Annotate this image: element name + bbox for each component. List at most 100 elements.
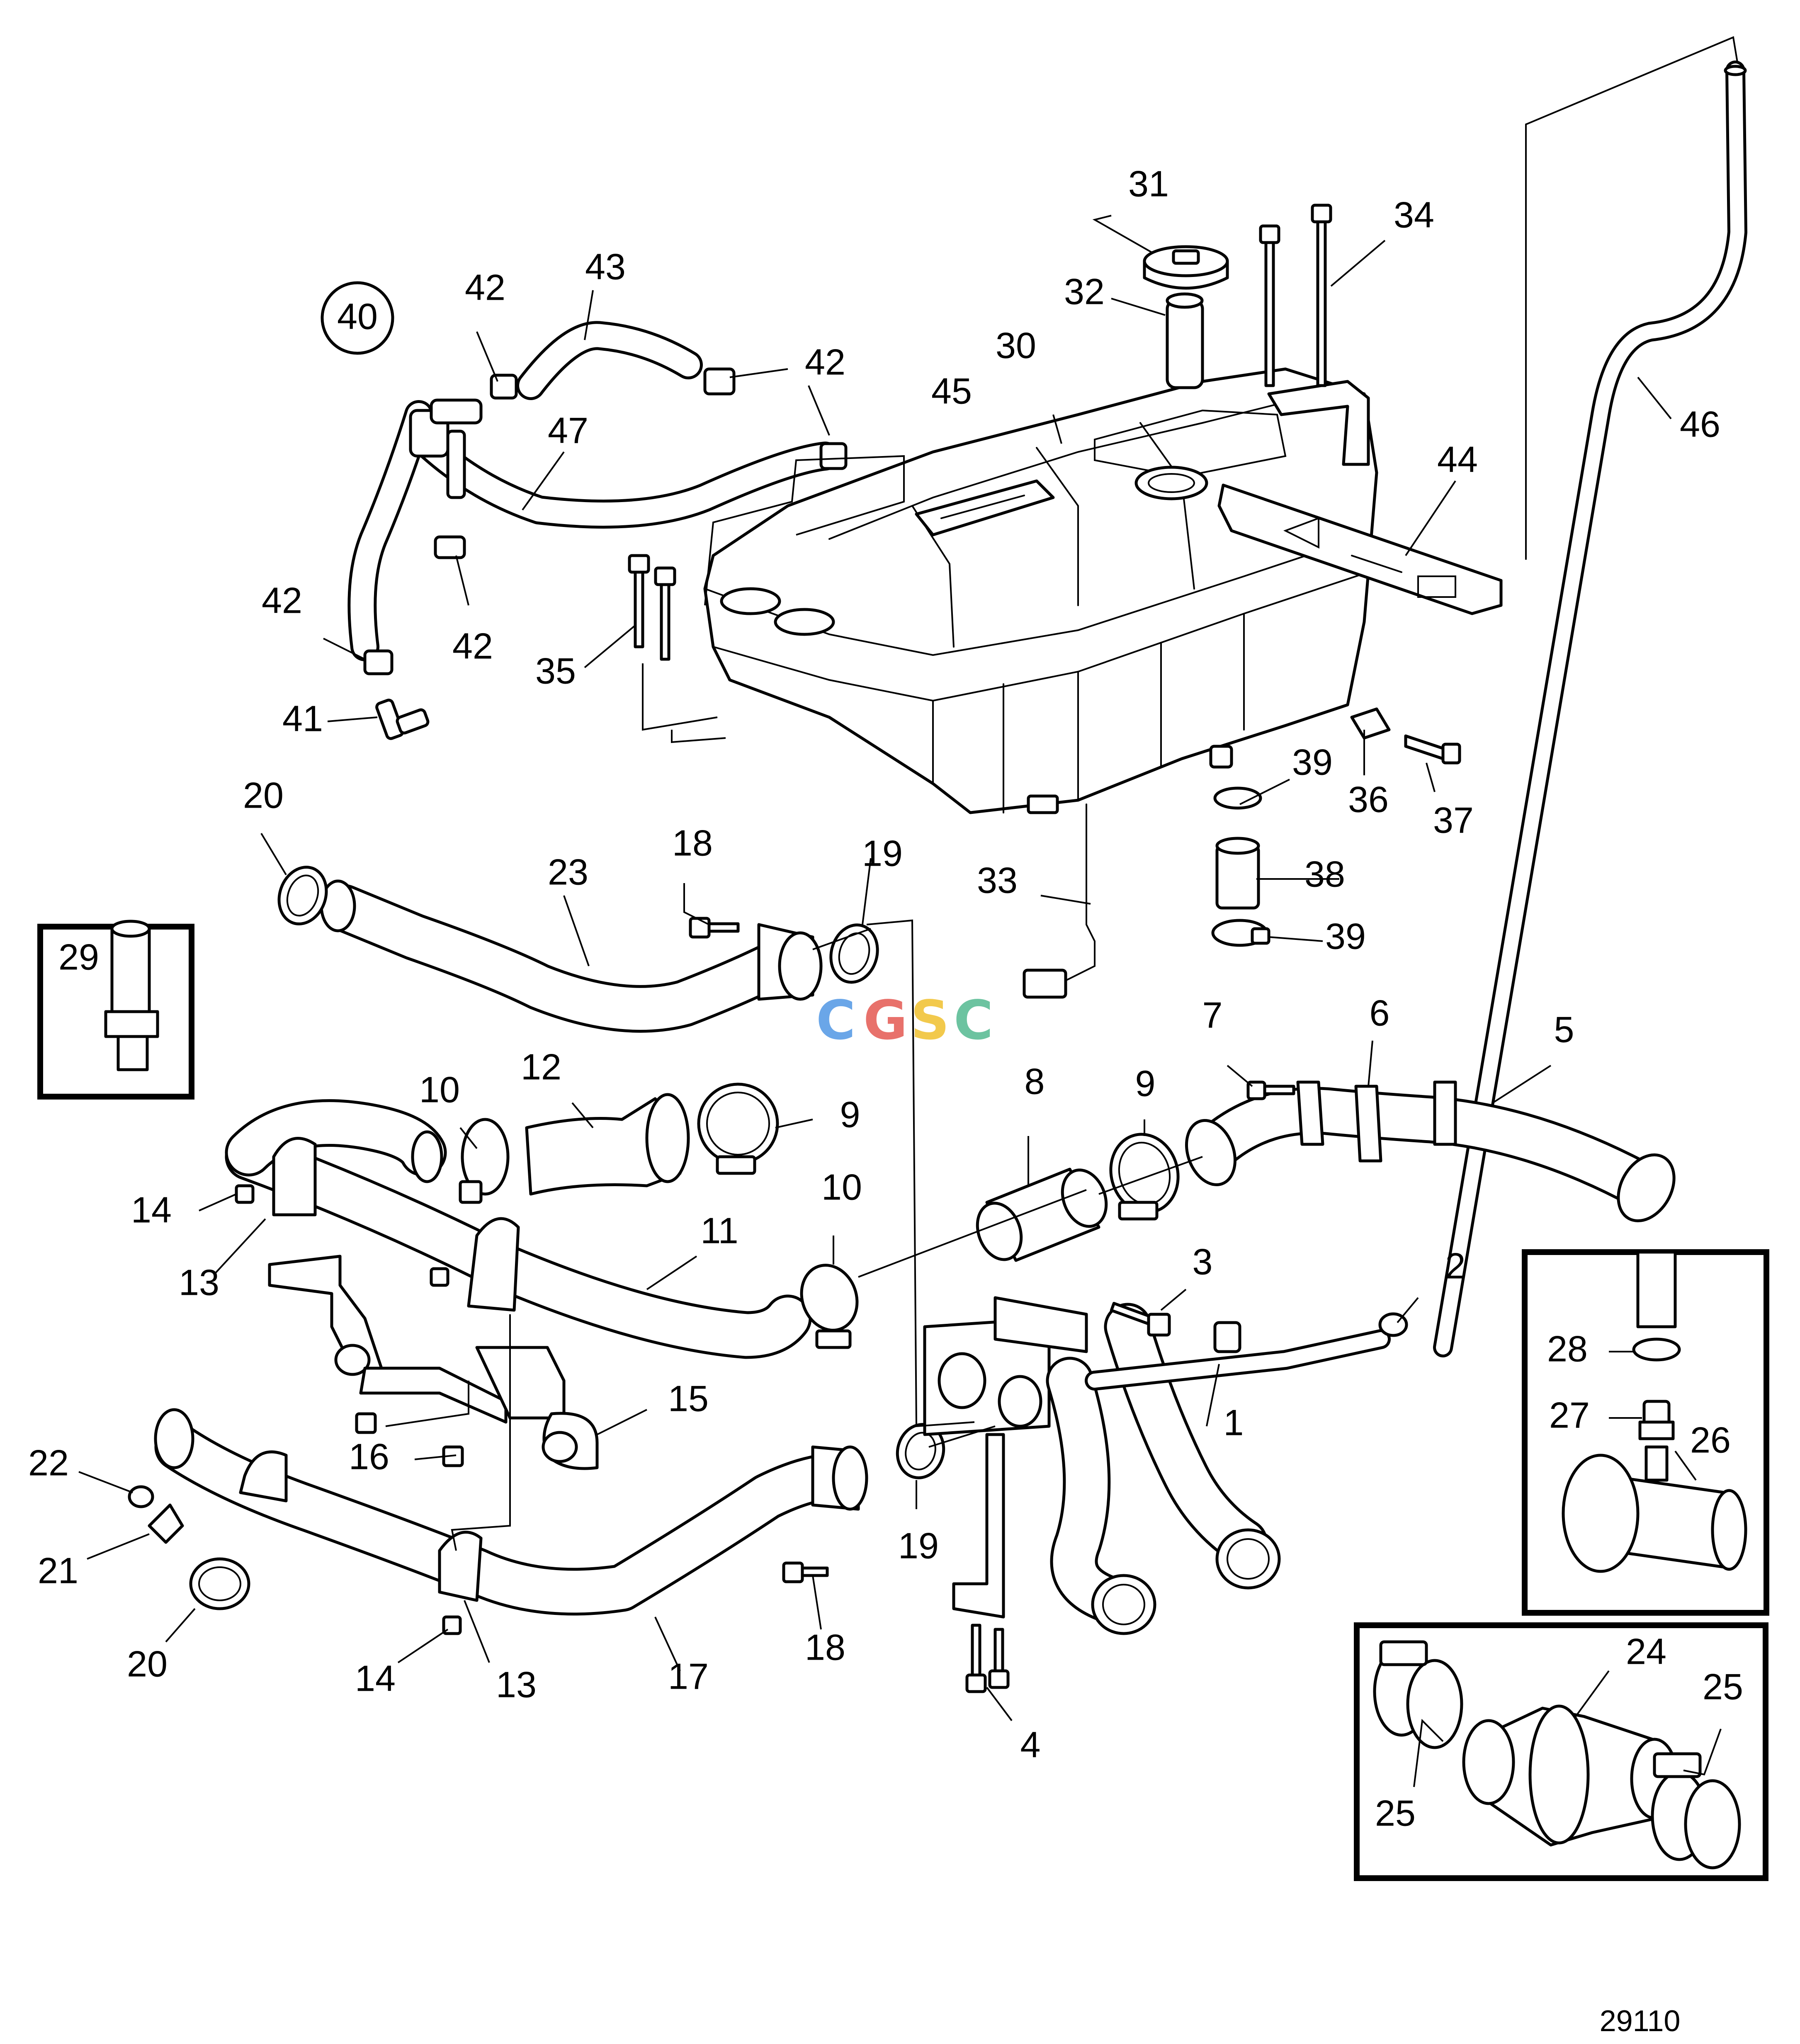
callout-14-upper: 14: [131, 1189, 172, 1230]
clamps-6: [1296, 1080, 1457, 1163]
sensor-29: [104, 920, 159, 1071]
callout-12: 12: [521, 1046, 561, 1087]
vent-hose-46: [1433, 61, 1747, 1357]
watermark-letter-4: C: [954, 989, 993, 1052]
callout-3: 3: [1193, 1241, 1213, 1282]
tee-26: [1562, 1445, 1747, 1573]
leader-lines: [78, 36, 1738, 1787]
hose-38: [1215, 837, 1260, 910]
callout-10-right: 10: [821, 1166, 862, 1207]
clamp-10-bottom: [800, 1264, 859, 1349]
callout-16: 16: [349, 1436, 389, 1477]
bolts-4: [965, 1624, 1010, 1693]
hose-5: [1185, 1087, 1676, 1222]
pressure-cap-31: [1143, 245, 1229, 290]
callout-31: 31: [1128, 163, 1169, 204]
callout-20-top: 20: [243, 774, 284, 816]
connector-41: [375, 699, 430, 740]
callout-13-lower: 13: [496, 1664, 537, 1705]
bolts-35: [628, 554, 676, 661]
expansion-tank: [703, 367, 1378, 814]
callout-37: 37: [1433, 799, 1474, 840]
callout-20-bottom: 20: [127, 1643, 168, 1684]
callout-27: 27: [1549, 1394, 1590, 1435]
clamp-39-top: [1213, 787, 1262, 810]
connector-27: [1638, 1400, 1675, 1440]
callout-5: 5: [1554, 1009, 1574, 1050]
callout-23: 23: [548, 851, 588, 892]
callout-45: 45: [931, 370, 972, 411]
callout-2: 2: [1445, 1245, 1466, 1286]
callout-18-top: 18: [672, 822, 713, 863]
callout-10-left: 10: [419, 1069, 460, 1110]
callout-47: 47: [548, 410, 588, 451]
inset-box-26: [1522, 1249, 1769, 1616]
callout-4: 4: [1020, 1724, 1041, 1765]
clip-21: [148, 1503, 184, 1544]
callout-25-left: 25: [1375, 1792, 1416, 1833]
nipple-22: [128, 1485, 154, 1508]
brackets-13-upper: [272, 1137, 520, 1312]
spacer-36: [1350, 707, 1391, 740]
clamp-9-right: [1109, 1133, 1180, 1221]
callout-26: 26: [1690, 1419, 1731, 1460]
callout-24: 24: [1626, 1631, 1666, 1672]
bolt-18-bottom: [782, 1561, 829, 1583]
callout-33: 33: [977, 859, 1018, 901]
callout-38: 38: [1304, 853, 1345, 894]
callout-8: 8: [1025, 1061, 1045, 1102]
callout-18-bottom: 18: [805, 1626, 845, 1668]
callout-19-top: 19: [862, 833, 903, 874]
callout-9-left: 9: [840, 1094, 860, 1135]
connection-housing-1: [923, 1296, 1391, 1635]
callout-11: 11: [700, 1210, 738, 1251]
o-ring-20-top: [277, 866, 328, 925]
pipe-23: [320, 879, 823, 1033]
clamps-42: [363, 367, 848, 675]
callout-labels: 1 2 3 4 5 6 7 8 9 9 10 10 11 12 13 13 14…: [28, 163, 1743, 1833]
clamps-25-left: [1373, 1640, 1463, 1749]
callout-42-left: 42: [262, 580, 302, 621]
warning-label-45: [915, 479, 1055, 536]
inset-box-24: [1354, 1622, 1768, 1881]
brackets-13-lower: [239, 1450, 483, 1602]
callout-14-lower: 14: [355, 1658, 396, 1699]
callout-35: 35: [535, 650, 576, 691]
level-sensor-33: [1023, 804, 1096, 999]
callout-1: 1: [1224, 1402, 1244, 1443]
callout-19-bottom: 19: [898, 1525, 939, 1566]
callout-21: 21: [38, 1550, 78, 1591]
callout-39-bottom: 39: [1325, 915, 1366, 956]
callout-17: 17: [668, 1656, 709, 1697]
watermark-letter-1: C: [816, 989, 855, 1052]
pipe-top-inset: [1636, 1250, 1677, 1328]
connector-24: [1462, 1704, 1679, 1847]
callout-7: 7: [1202, 994, 1223, 1035]
callout-44: 44: [1437, 439, 1478, 480]
hose-43: [516, 321, 703, 400]
clamp-10-top: [459, 1118, 510, 1204]
watermark: C G S C: [816, 989, 993, 1052]
callout-36: 36: [1348, 779, 1389, 820]
clamp-9-left: [697, 1083, 779, 1175]
callout-42-right: 42: [805, 341, 845, 382]
callout-13-upper: 13: [179, 1262, 219, 1303]
hose-12: [525, 1093, 690, 1196]
pipe-17: [154, 1408, 868, 1616]
bracket-15: [268, 1255, 599, 1470]
o-ring-19-top: [829, 923, 879, 984]
callout-6: 6: [1370, 992, 1390, 1033]
t-piece-group-40: [409, 398, 483, 499]
hose-vertical-40: [347, 400, 433, 661]
callout-32: 32: [1064, 271, 1105, 312]
clamp-28: [1632, 1338, 1681, 1362]
callout-30: 30: [996, 325, 1036, 366]
o-ring-20-bottom: [189, 1557, 250, 1610]
bolt-14-upper: [235, 1184, 449, 1287]
hose-47: [413, 429, 840, 529]
callout-15: 15: [668, 1378, 709, 1419]
group-label-40: 40: [321, 281, 394, 355]
bolts-34: [1259, 204, 1332, 387]
callout-43: 43: [585, 246, 626, 287]
